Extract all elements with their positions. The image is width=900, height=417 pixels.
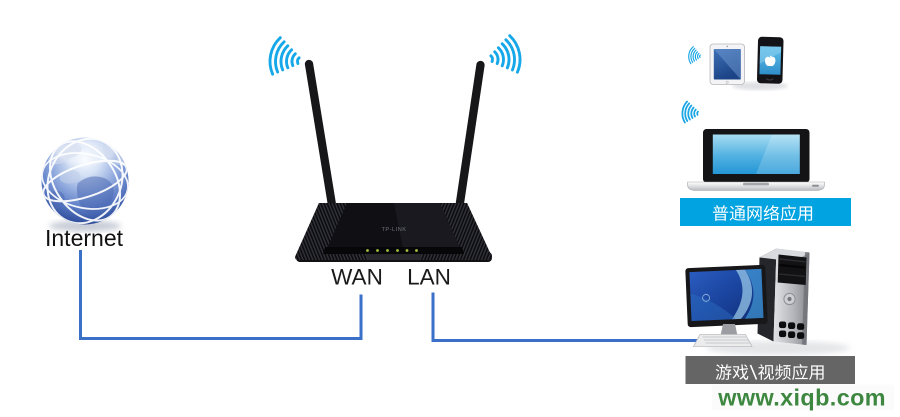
svg-text:www.xiqb.com: www.xiqb.com (717, 385, 886, 411)
svg-text:TP-LINK: TP-LINK (381, 227, 406, 233)
svg-text:WAN: WAN (331, 265, 383, 290)
svg-text:LAN: LAN (407, 265, 451, 290)
svg-text:Internet: Internet (45, 225, 124, 251)
